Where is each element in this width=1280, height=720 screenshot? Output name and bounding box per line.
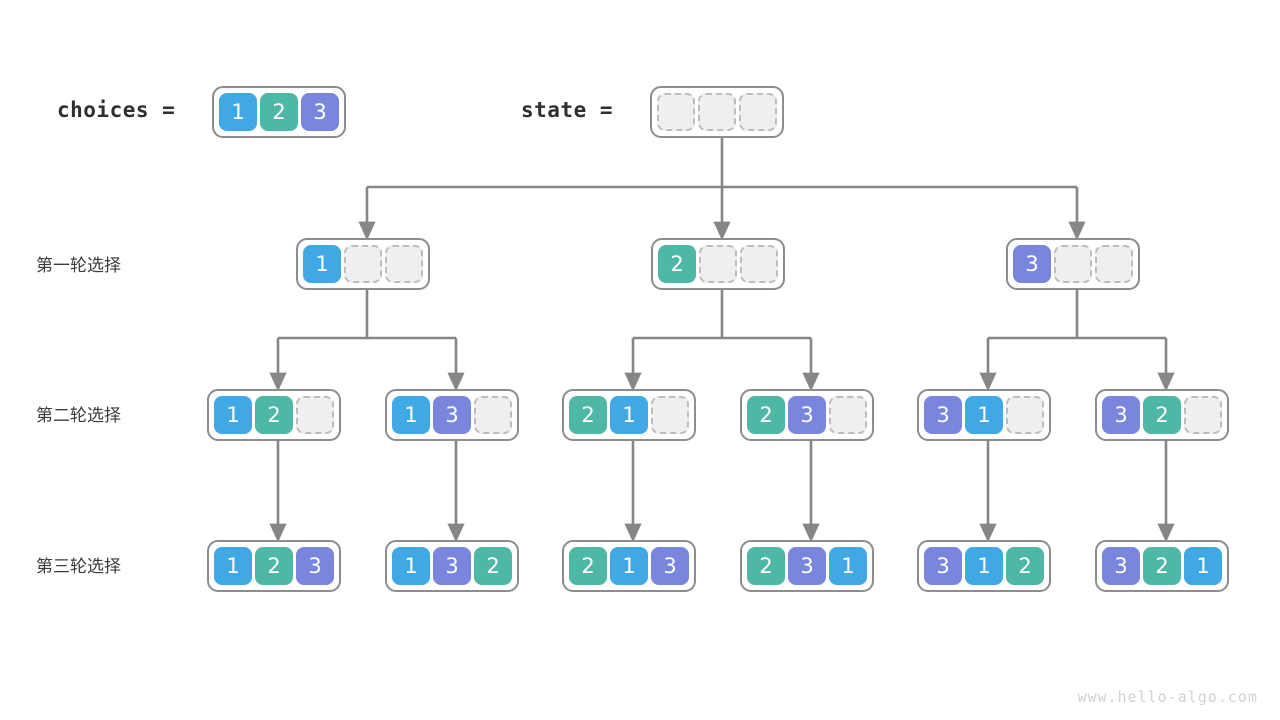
round1-1-cell-2 [740, 245, 778, 283]
round2-4-cell-0: 3 [924, 396, 962, 434]
round2-3-cell-2 [829, 396, 867, 434]
round3-4-cell-0: 3 [924, 547, 962, 585]
state-cell-2 [739, 93, 777, 131]
round3-0-cell-2: 3 [296, 547, 334, 585]
round3-2-cell-0: 2 [569, 547, 607, 585]
round2-1-cell-0: 1 [392, 396, 430, 434]
round3-1-cell-0: 1 [392, 547, 430, 585]
round2-3-cell-1: 3 [788, 396, 826, 434]
round3-5-cell-2: 1 [1184, 547, 1222, 585]
choices-cell-2: 3 [301, 93, 339, 131]
round1-1-cell-0: 2 [658, 245, 696, 283]
state-cell-1 [698, 93, 736, 131]
watermark: www.hello-algo.com [1077, 688, 1258, 706]
node-round1-2: 3 [1006, 238, 1140, 290]
node-round1-1: 2 [651, 238, 785, 290]
node-round1-0: 1 [296, 238, 430, 290]
round2-0-cell-0: 1 [214, 396, 252, 434]
choices-label: choices = [57, 98, 176, 122]
round1-2-cell-1 [1054, 245, 1092, 283]
round2-4-cell-1: 1 [965, 396, 1003, 434]
round3-0-cell-1: 2 [255, 547, 293, 585]
state-label: state = [521, 98, 614, 122]
round2-2-cell-2 [651, 396, 689, 434]
round1-2-cell-0: 3 [1013, 245, 1051, 283]
round3-5-cell-0: 3 [1102, 547, 1140, 585]
round2-0-cell-2 [296, 396, 334, 434]
round2-1-cell-1: 3 [433, 396, 471, 434]
round3-5-cell-1: 2 [1143, 547, 1181, 585]
round2-4-cell-2 [1006, 396, 1044, 434]
round3-3-cell-0: 2 [747, 547, 785, 585]
round1-2-cell-2 [1095, 245, 1133, 283]
round2-5-cell-2 [1184, 396, 1222, 434]
choices-cell-1: 2 [260, 93, 298, 131]
choices-cell-0: 1 [219, 93, 257, 131]
round2-2-cell-1: 1 [610, 396, 648, 434]
round1-0-cell-1 [344, 245, 382, 283]
row-label-round-2: 第二轮选择 [36, 406, 121, 426]
round1-1-cell-1 [699, 245, 737, 283]
round3-3-cell-1: 3 [788, 547, 826, 585]
round1-0-cell-2 [385, 245, 423, 283]
round3-3-cell-2: 1 [829, 547, 867, 585]
round3-1-cell-1: 3 [433, 547, 471, 585]
round3-1-cell-2: 2 [474, 547, 512, 585]
round3-2-cell-2: 3 [651, 547, 689, 585]
round3-4-cell-1: 1 [965, 547, 1003, 585]
row-label-round-3: 第三轮选择 [36, 557, 121, 577]
state-cell-0 [657, 93, 695, 131]
round2-5-cell-1: 2 [1143, 396, 1181, 434]
round1-0-cell-0: 1 [303, 245, 341, 283]
round3-2-cell-1: 1 [610, 547, 648, 585]
round2-5-cell-0: 3 [1102, 396, 1140, 434]
round2-3-cell-0: 2 [747, 396, 785, 434]
round2-1-cell-2 [474, 396, 512, 434]
row-label-round-1: 第一轮选择 [36, 256, 121, 276]
round2-0-cell-1: 2 [255, 396, 293, 434]
state-array [650, 86, 784, 138]
round3-0-cell-0: 1 [214, 547, 252, 585]
round2-2-cell-0: 2 [569, 396, 607, 434]
round3-4-cell-2: 2 [1006, 547, 1044, 585]
